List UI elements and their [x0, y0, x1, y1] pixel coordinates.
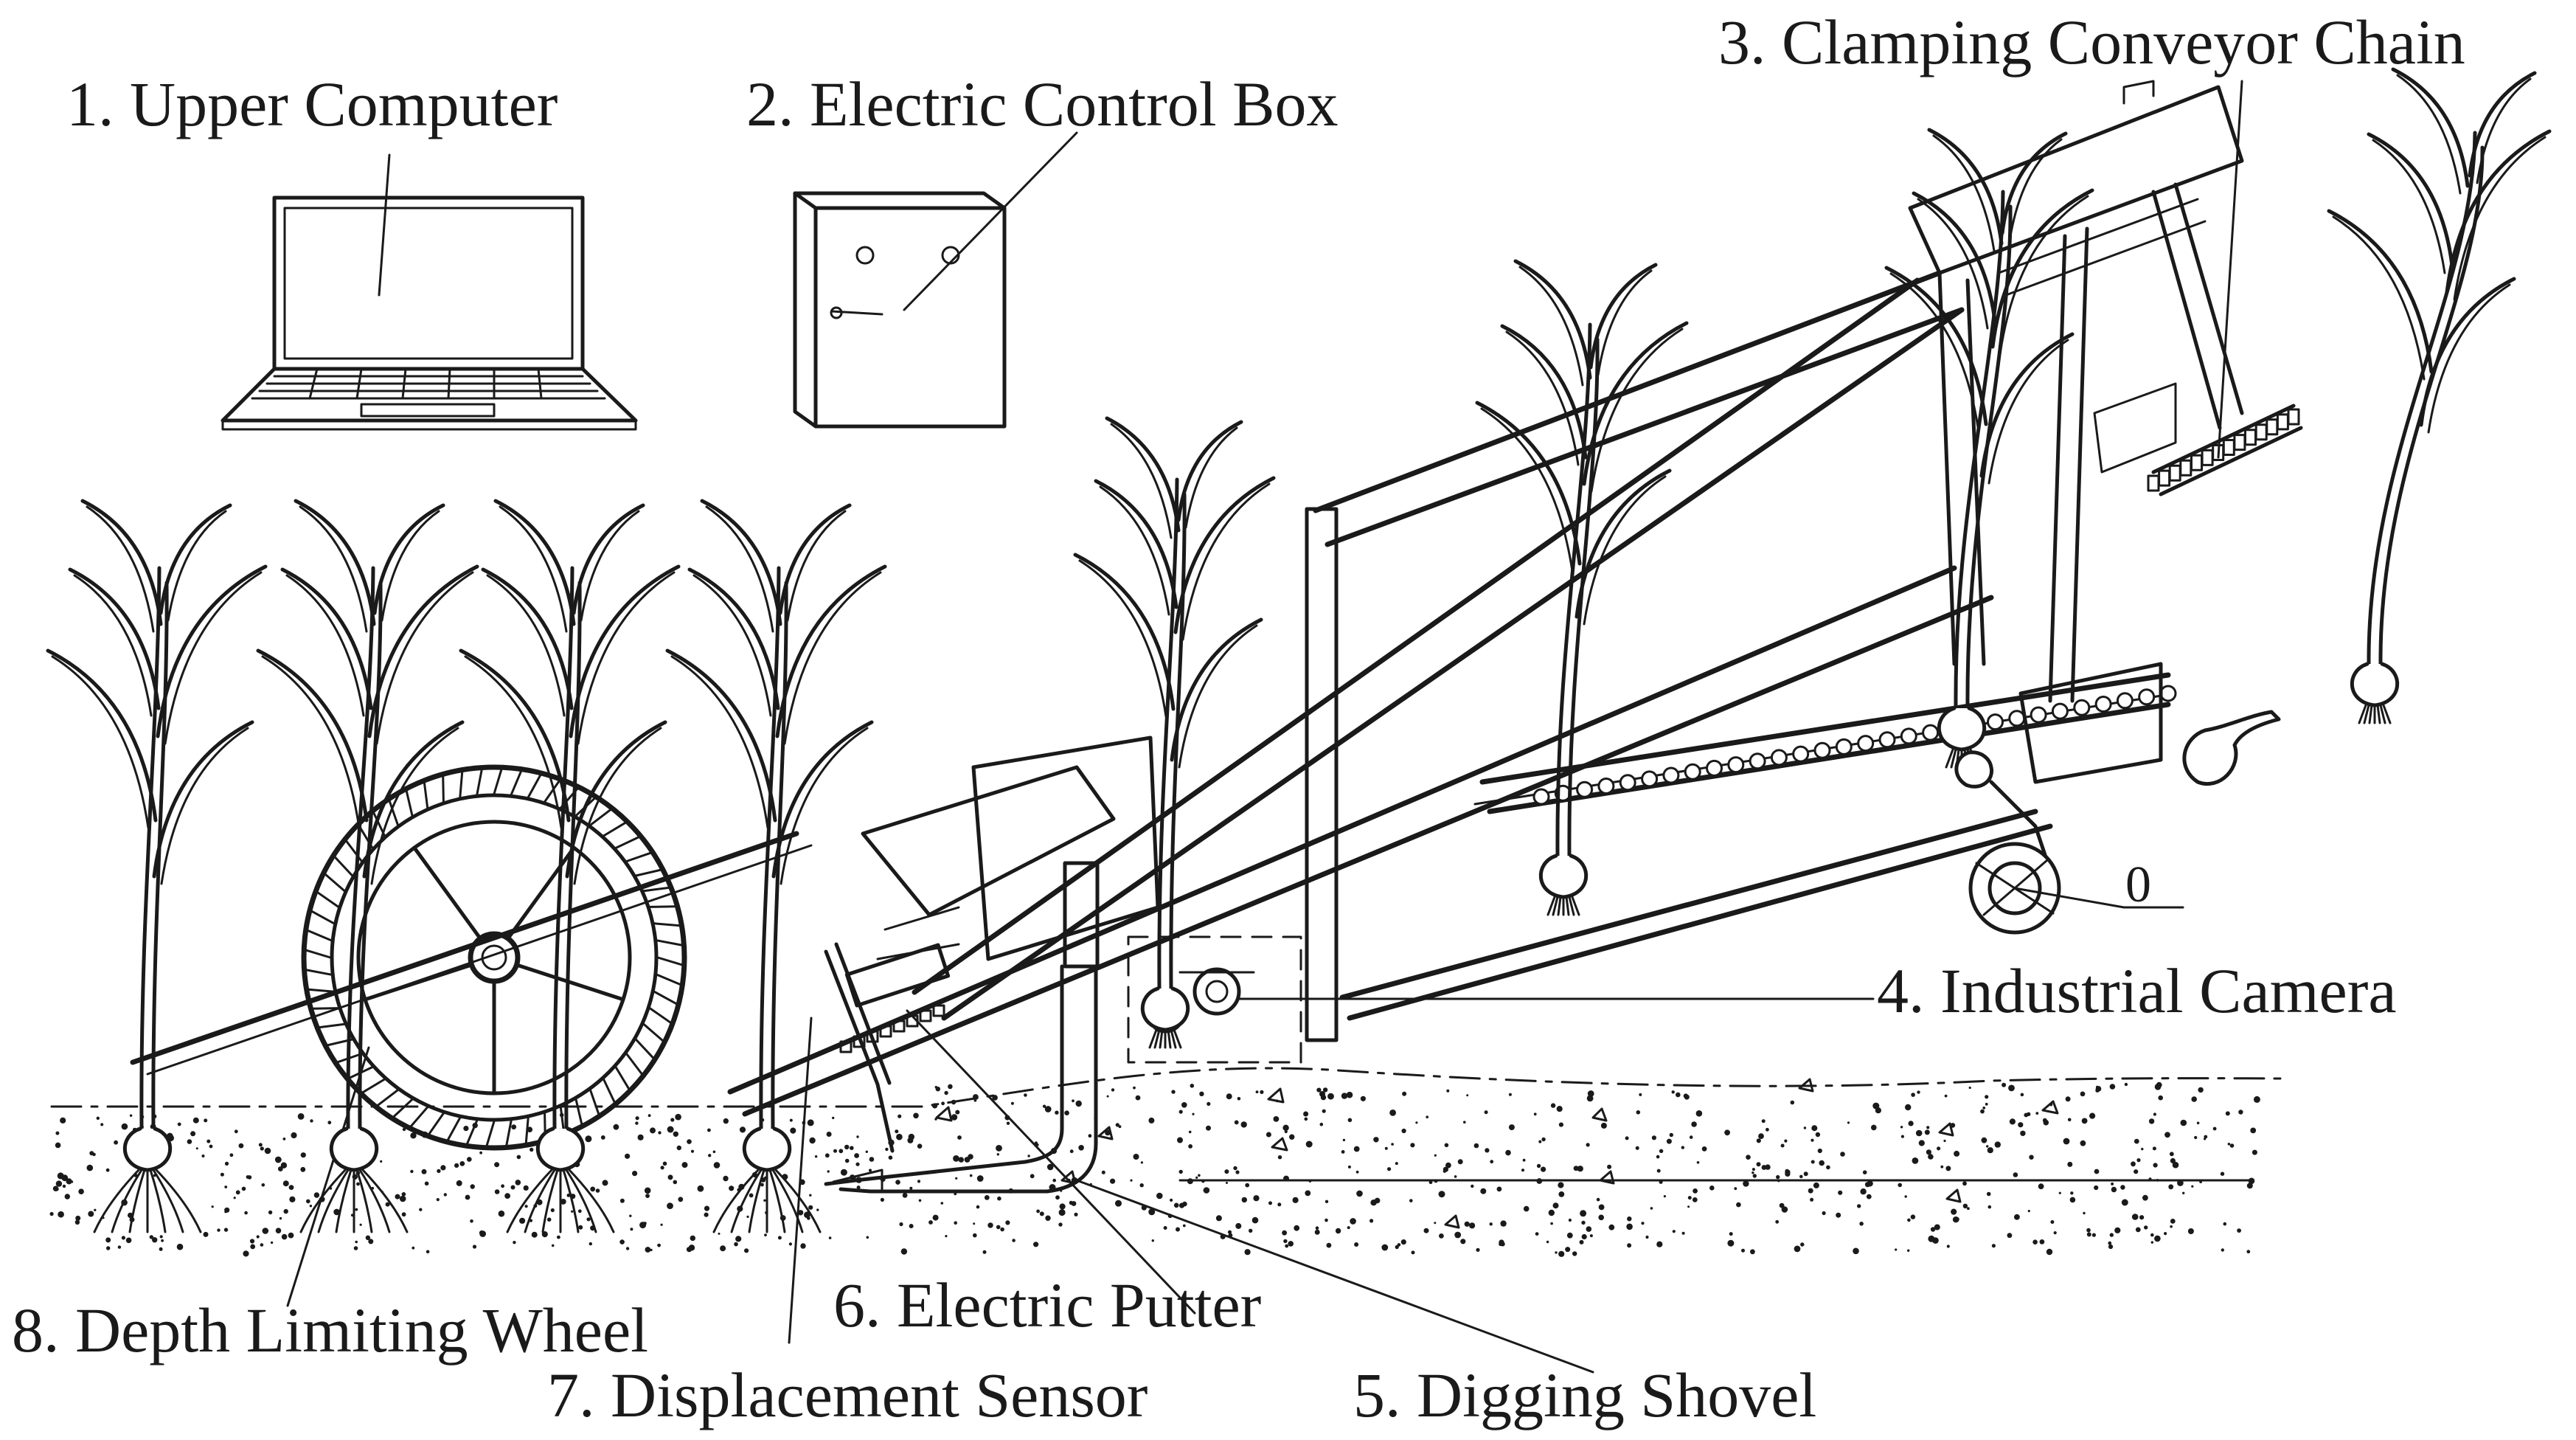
- garlic-plant: [256, 499, 479, 1233]
- garlic-plant: [1073, 416, 1276, 1049]
- garlic-plant: [2327, 67, 2552, 724]
- label-displacement-sensor: 7. Displacement Sensor: [547, 1360, 1148, 1430]
- garlic-plants: [46, 67, 2552, 1233]
- labels: 1. Upper Computer 2. Electric Control Bo…: [12, 7, 2465, 1430]
- clamping-chain-links: [2147, 408, 2300, 492]
- laptop-icon: [221, 153, 638, 431]
- label-electric-control-box: 2. Electric Control Box: [746, 69, 1339, 139]
- garlic-plant: [665, 499, 887, 1233]
- garlic-plant: [1884, 128, 2094, 769]
- digging-shovel: [824, 964, 1594, 1374]
- displacement-sensor: [788, 942, 895, 1344]
- control-box-icon: [793, 131, 1078, 429]
- soil-stones: [935, 1078, 2059, 1229]
- label-industrial-camera: 4. Industrial Camera: [1877, 955, 2397, 1026]
- electric-putter: [844, 735, 1196, 1315]
- depth-limiting-wheel: [130, 764, 813, 1307]
- label-depth-limiting-wheel: 8. Depth Limiting Wheel: [12, 1295, 648, 1365]
- garlic-plant: [459, 499, 681, 1233]
- harvester-frame: [727, 80, 2303, 1117]
- label-origin-zero: 0: [2125, 856, 2151, 913]
- label-clamping-conveyor-chain: 3. Clamping Conveyor Chain: [1718, 7, 2465, 77]
- ground: [49, 1067, 2288, 1257]
- label-digging-shovel: 5. Digging Shovel: [1353, 1360, 1816, 1430]
- garlic-plant: [46, 499, 268, 1233]
- label-electric-putter: 6. Electric Putter: [833, 1270, 1261, 1340]
- garlic-plant: [1475, 259, 1689, 916]
- label-upper-computer: 1. Upper Computer: [66, 69, 558, 139]
